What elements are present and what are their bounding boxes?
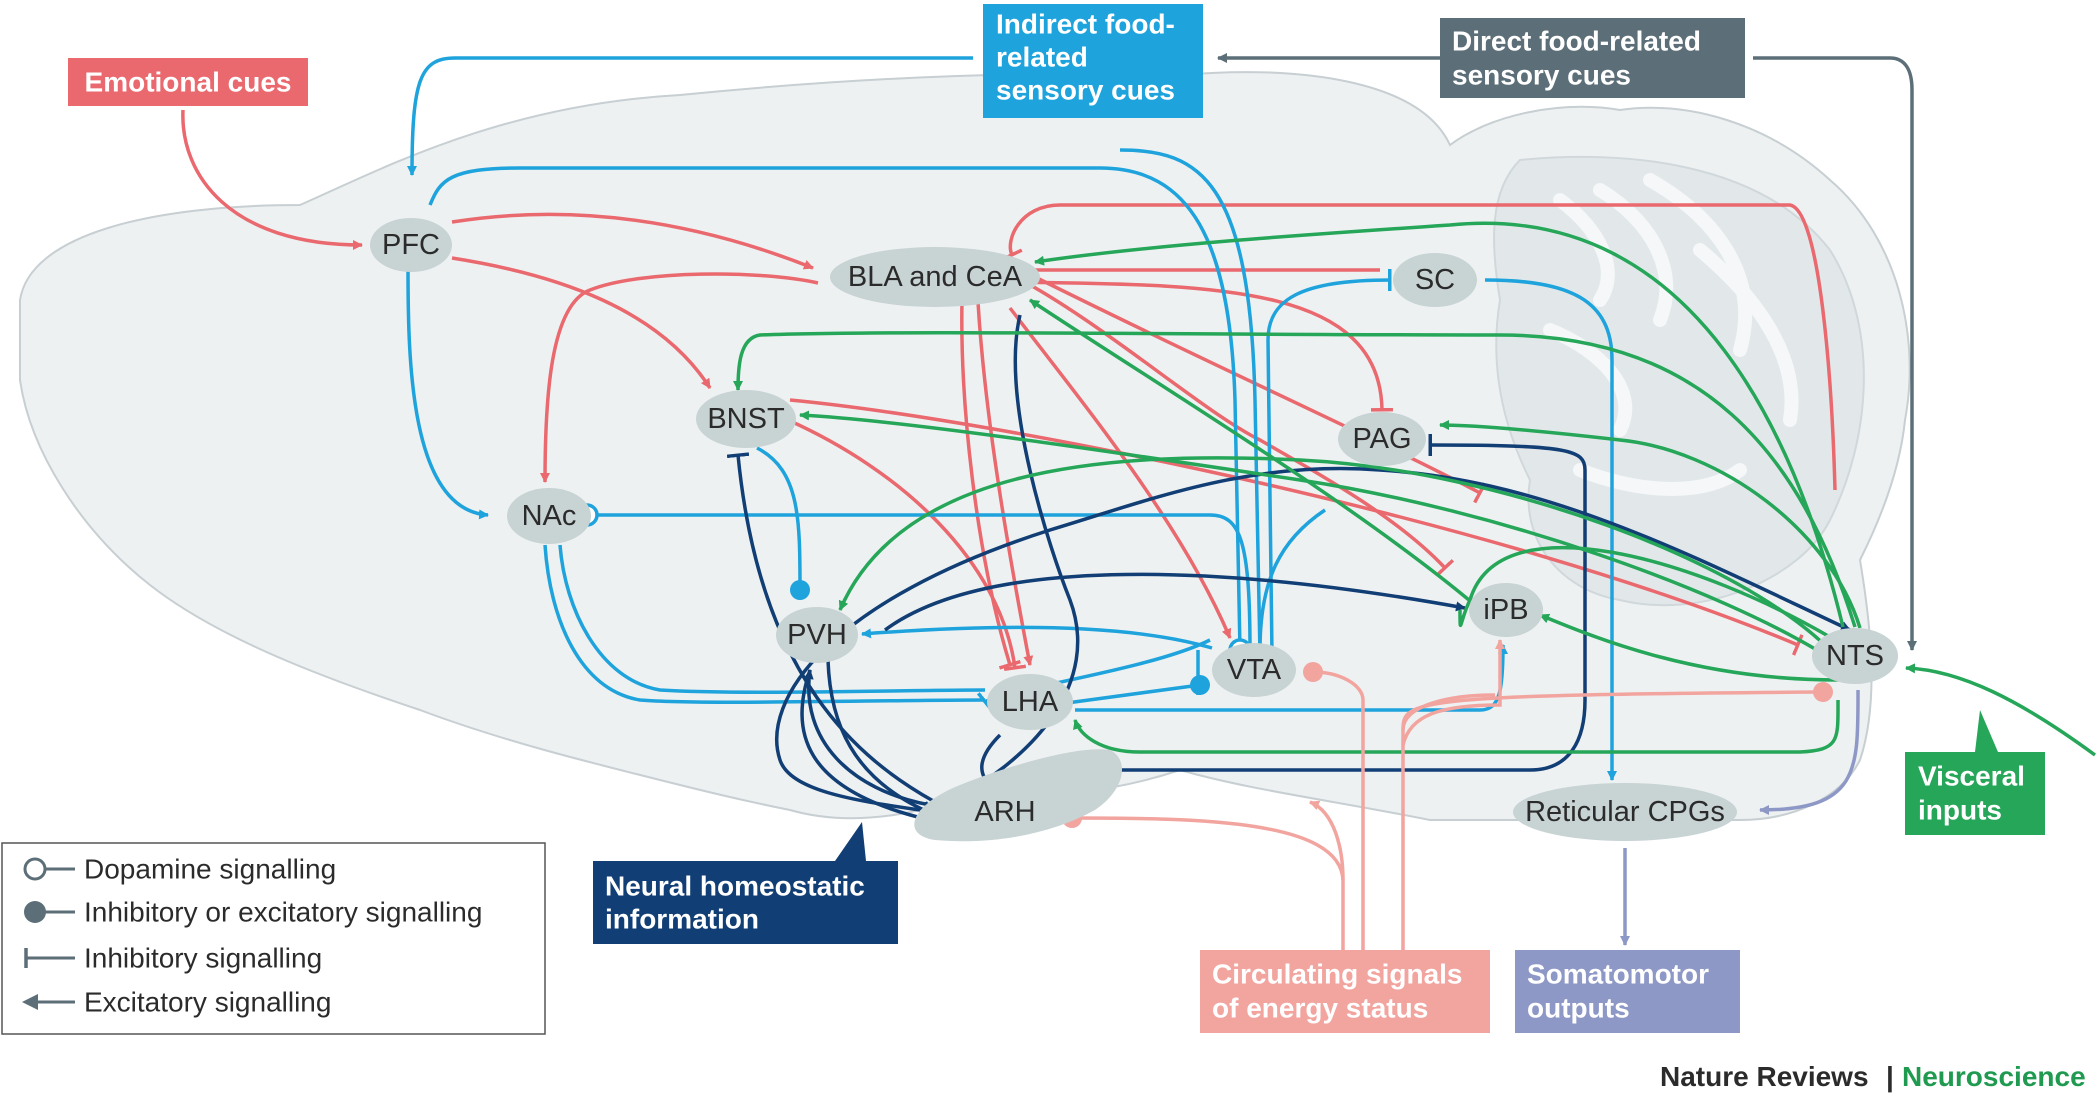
indirect-food-cues-box: Indirect food- related sensory cues <box>983 4 1203 118</box>
legend-inhibitory: Inhibitory signalling <box>24 943 322 974</box>
gray-pathways <box>1217 53 1917 651</box>
legend-dopamine-label: Dopamine signalling <box>84 854 336 885</box>
indirect-food-label-line1: Indirect food- <box>996 9 1175 40</box>
neural-homeostatic-label-line2: information <box>605 904 759 935</box>
direct-food-label-line2: sensory cues <box>1452 60 1631 91</box>
node-bnst-label: BNST <box>707 403 785 435</box>
node-lha-label: LHA <box>1002 686 1059 718</box>
credit-separator: | <box>1886 1061 1894 1092</box>
node-nts-label: NTS <box>1826 640 1884 672</box>
pink-pathways <box>1062 639 1833 955</box>
legend-inhib-or-excit: Inhibitory or excitatory signalling <box>24 897 482 928</box>
legend-inhibitory-label: Inhibitory signalling <box>84 943 322 974</box>
brain-regions: PFC BLA and CeA SC BNST PAG NAc iPB PVH <box>370 218 1898 842</box>
visceral-inputs-label-line2: inputs <box>1918 795 2002 826</box>
indirect-food-label-line2: related <box>996 42 1088 73</box>
node-pag: PAG <box>1338 412 1426 466</box>
neural-homeostatic-box: Neural homeostatic information <box>593 822 898 944</box>
red-pathways <box>181 109 1837 672</box>
node-nts: NTS <box>1812 628 1898 684</box>
node-reticular-cpgs-label: Reticular CPGs <box>1525 796 1725 828</box>
direct-food-cues-box: Direct food-related sensory cues <box>1440 18 1745 98</box>
somatomotor-outputs-box: Somatomotor outputs <box>1515 950 1740 1033</box>
node-pag-label: PAG <box>1352 423 1411 455</box>
somatomotor-label-line2: outputs <box>1527 993 1630 1024</box>
node-ipb: iPB <box>1469 583 1543 637</box>
node-nac: NAc <box>507 488 591 544</box>
circulating-signals-label-line1: Circulating signals <box>1212 959 1463 990</box>
node-ipb-label: iPB <box>1483 594 1528 626</box>
legend-dopamine: Dopamine signalling <box>23 854 336 885</box>
node-vta: VTA <box>1212 643 1296 697</box>
emotional-cues-label: Emotional cues <box>85 67 292 98</box>
node-pvh: PVH <box>776 607 858 663</box>
node-lha: LHA <box>987 674 1073 730</box>
navy-pathways <box>726 314 1851 823</box>
circulating-signals-box: Circulating signals of energy status <box>1200 950 1490 1033</box>
node-bnst: BNST <box>696 390 796 448</box>
node-pvh-label: PVH <box>787 619 847 651</box>
legend-excitatory-label: Excitatory signalling <box>84 987 331 1018</box>
brain-silhouette <box>19 71 1911 821</box>
lavender-pathways <box>1620 689 1860 946</box>
direct-food-label-line1: Direct food-related <box>1452 26 1701 57</box>
node-nac-label: NAc <box>522 500 577 532</box>
legend-excitatory: Excitatory signalling <box>22 987 331 1018</box>
indirect-food-label-line3: sensory cues <box>996 75 1175 106</box>
legend: Dopamine signalling Inhibitory or excita… <box>1 842 546 1035</box>
credit-journal: Nature Reviews <box>1660 1061 1869 1092</box>
somatomotor-label-line1: Somatomotor <box>1527 959 1709 990</box>
node-arh-label: ARH <box>974 796 1035 828</box>
visceral-inputs-label-line1: Visceral <box>1918 761 2025 792</box>
node-bla-cea-label: BLA and CeA <box>848 261 1023 293</box>
neural-homeostatic-label-line1: Neural homeostatic <box>605 871 865 902</box>
emotional-cues-box: Emotional cues <box>68 58 308 106</box>
green-pathways <box>733 221 2097 757</box>
node-arh: ARH <box>914 749 1122 842</box>
credit-section: Neuroscience <box>1902 1061 2086 1092</box>
visceral-inputs-box: Visceral inputs <box>1905 710 2045 835</box>
node-sc: SC <box>1393 253 1477 307</box>
legend-inhib-or-excit-label: Inhibitory or excitatory signalling <box>84 897 482 928</box>
journal-credit: Nature Reviews | Neuroscience <box>1660 1061 2086 1092</box>
node-pfc: PFC <box>370 218 452 272</box>
node-reticular-cpgs: Reticular CPGs <box>1513 783 1737 841</box>
node-bla-cea: BLA and CeA <box>830 247 1040 307</box>
node-sc-label: SC <box>1415 264 1455 296</box>
circulating-signals-label-line2: of energy status <box>1212 993 1428 1024</box>
node-pfc-label: PFC <box>382 229 440 261</box>
node-vta-label: VTA <box>1227 654 1282 686</box>
